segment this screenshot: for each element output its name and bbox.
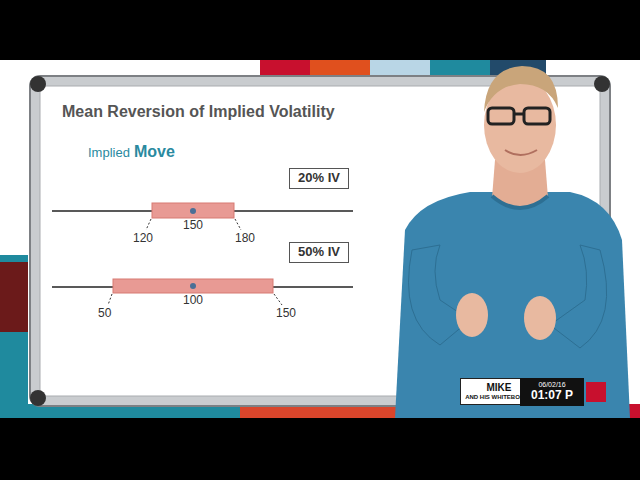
timestamp-box: 06/02/1601:07 P [520,378,584,406]
leader-line [146,219,151,230]
frame-corner [30,76,46,92]
box-text: MIKE [487,382,512,394]
presenter-shirt [395,192,630,418]
price-dot [190,283,196,289]
box-subtext: 01:07 P [531,389,573,403]
color-stripe [370,60,430,76]
price-label: 100 [183,294,203,307]
color-stripe [0,262,28,332]
price-label: 50 [98,307,111,320]
price-label: 150 [183,219,203,232]
frame-corner [30,390,46,406]
color-stripe [0,255,28,418]
price-label: 180 [235,232,255,245]
presenter-figure [395,66,630,418]
presenter-glasses [524,108,550,124]
color-stripe [430,60,490,76]
subtitle: Implied [88,146,130,160]
iv-box: 20% IV [289,168,349,189]
slide-title: Mean Reversion of Implied Volatility [62,103,335,121]
leader-line [108,294,112,305]
presenter-glasses [488,108,514,124]
presenter-glasses [514,113,524,116]
presenter-hair [484,66,558,112]
color-stripe [260,60,310,76]
studio-ground [0,60,640,418]
implied-range-band [113,279,273,293]
presenter-collar [492,196,548,208]
frame-corner [594,76,610,92]
presenter-hand [524,296,556,340]
box-text: 50% IV [298,245,340,260]
box-text: 20% IV [298,171,340,186]
badge-accent [586,382,606,402]
color-stripe [310,60,370,76]
leader-line [274,294,282,305]
presenter-mouth [505,150,537,155]
iv-box: 50% IV [289,242,349,263]
price-label: 150 [276,307,296,320]
presenter-arm [550,245,607,348]
leader-line [235,219,241,230]
presenter-hand [456,293,488,337]
box-text: 06/02/16 [538,381,565,389]
subtitle: Move [134,143,175,161]
implied-range-band [152,203,234,218]
price-label: 120 [133,232,153,245]
price-dot [190,208,196,214]
